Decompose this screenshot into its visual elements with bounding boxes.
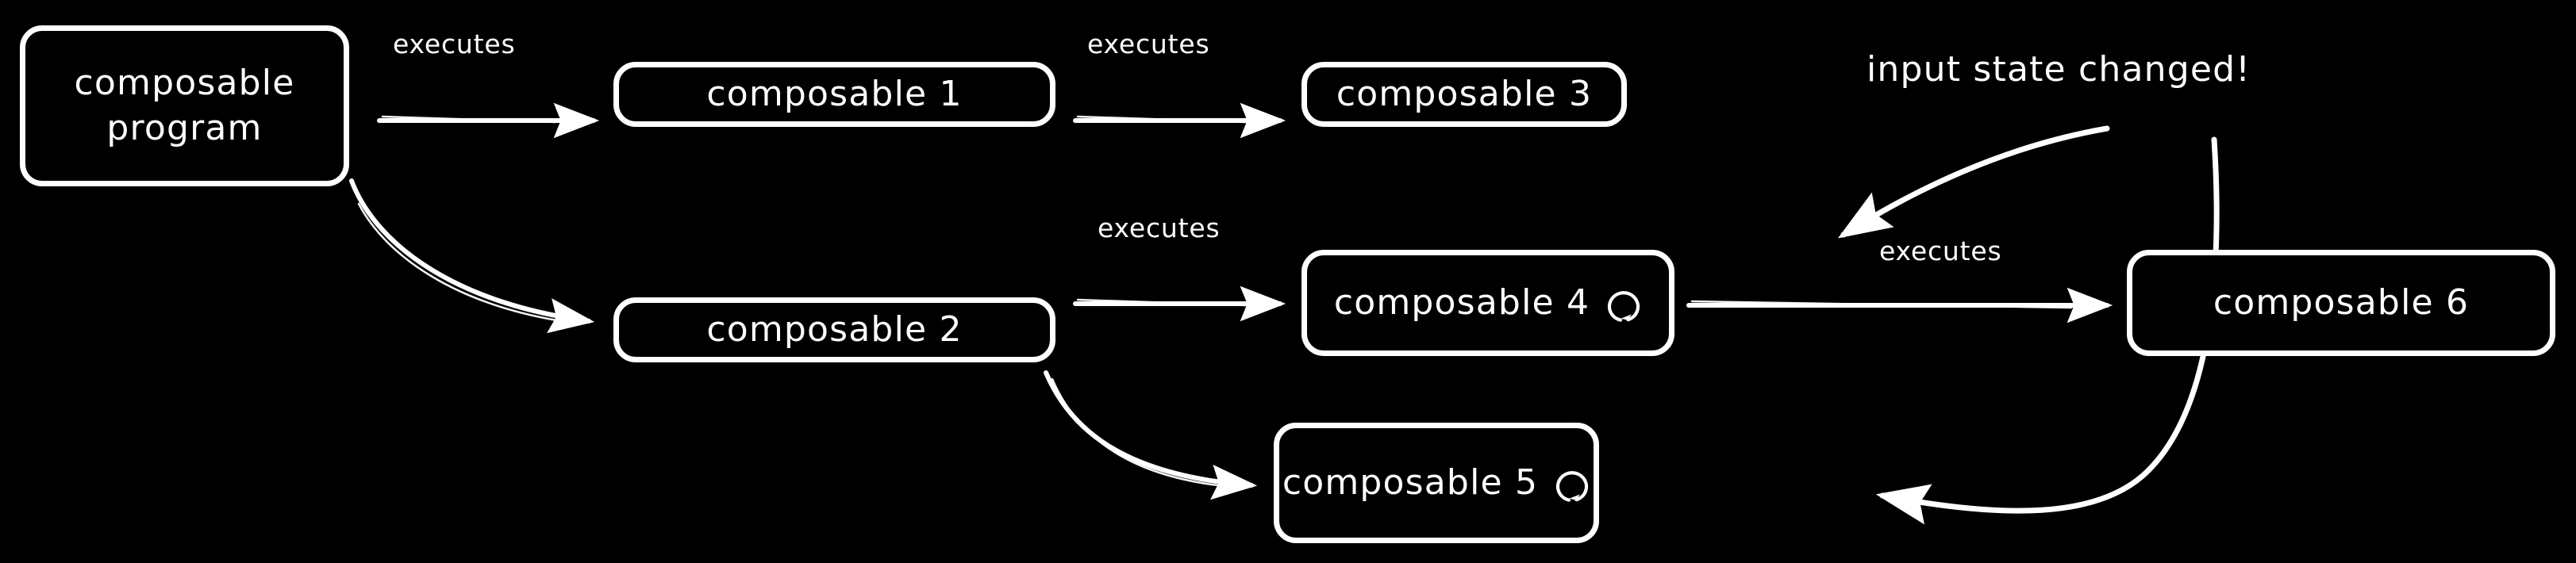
edge-program-to-1: [377, 102, 600, 139]
edge-label-executes-1-to-3: executes: [1087, 29, 1210, 59]
edge-label-executes-2-to-4: executes: [1098, 213, 1221, 243]
node-composable-5[interactable]: composable 5: [1274, 423, 1599, 543]
node-composable-1[interactable]: composable 1: [613, 62, 1055, 127]
edge-4-to-6: [1686, 287, 2113, 324]
edge-label-executes-program-to-1: executes: [393, 29, 516, 59]
node-composable-program-label-line1: composable: [74, 63, 295, 104]
edge-state-to-4: [1837, 125, 2110, 239]
recompose-loop-icon: [1607, 288, 1642, 323]
node-composable-3[interactable]: composable 3: [1301, 62, 1627, 127]
node-composable-4[interactable]: composable 4: [1301, 250, 1674, 356]
edge-2-to-4: [1073, 285, 1286, 322]
edge-2-to-5: [1044, 370, 1258, 500]
note-input-state-changed: input state changed!: [1867, 49, 2251, 90]
node-composable-4-label: composable 4: [1333, 282, 1590, 323]
node-composable-2[interactable]: composable 2: [613, 297, 1055, 362]
edge-label-executes-4-to-6: executes: [1879, 236, 2002, 266]
node-composable-6[interactable]: composable 6: [2127, 250, 2555, 356]
node-composable-1-label: composable 1: [706, 73, 963, 114]
node-composable-program[interactable]: composable program: [20, 25, 349, 186]
node-composable-3-label: composable 3: [1336, 73, 1593, 114]
edge-1-to-3: [1073, 102, 1286, 139]
recompose-loop-icon: [1555, 468, 1590, 503]
node-composable-program-label-line2: program: [106, 107, 263, 148]
node-composable-6-label: composable 6: [2213, 282, 2470, 323]
node-composable-2-label: composable 2: [706, 308, 963, 350]
edge-program-to-2: [349, 178, 595, 334]
node-composable-5-label: composable 5: [1282, 462, 1539, 503]
